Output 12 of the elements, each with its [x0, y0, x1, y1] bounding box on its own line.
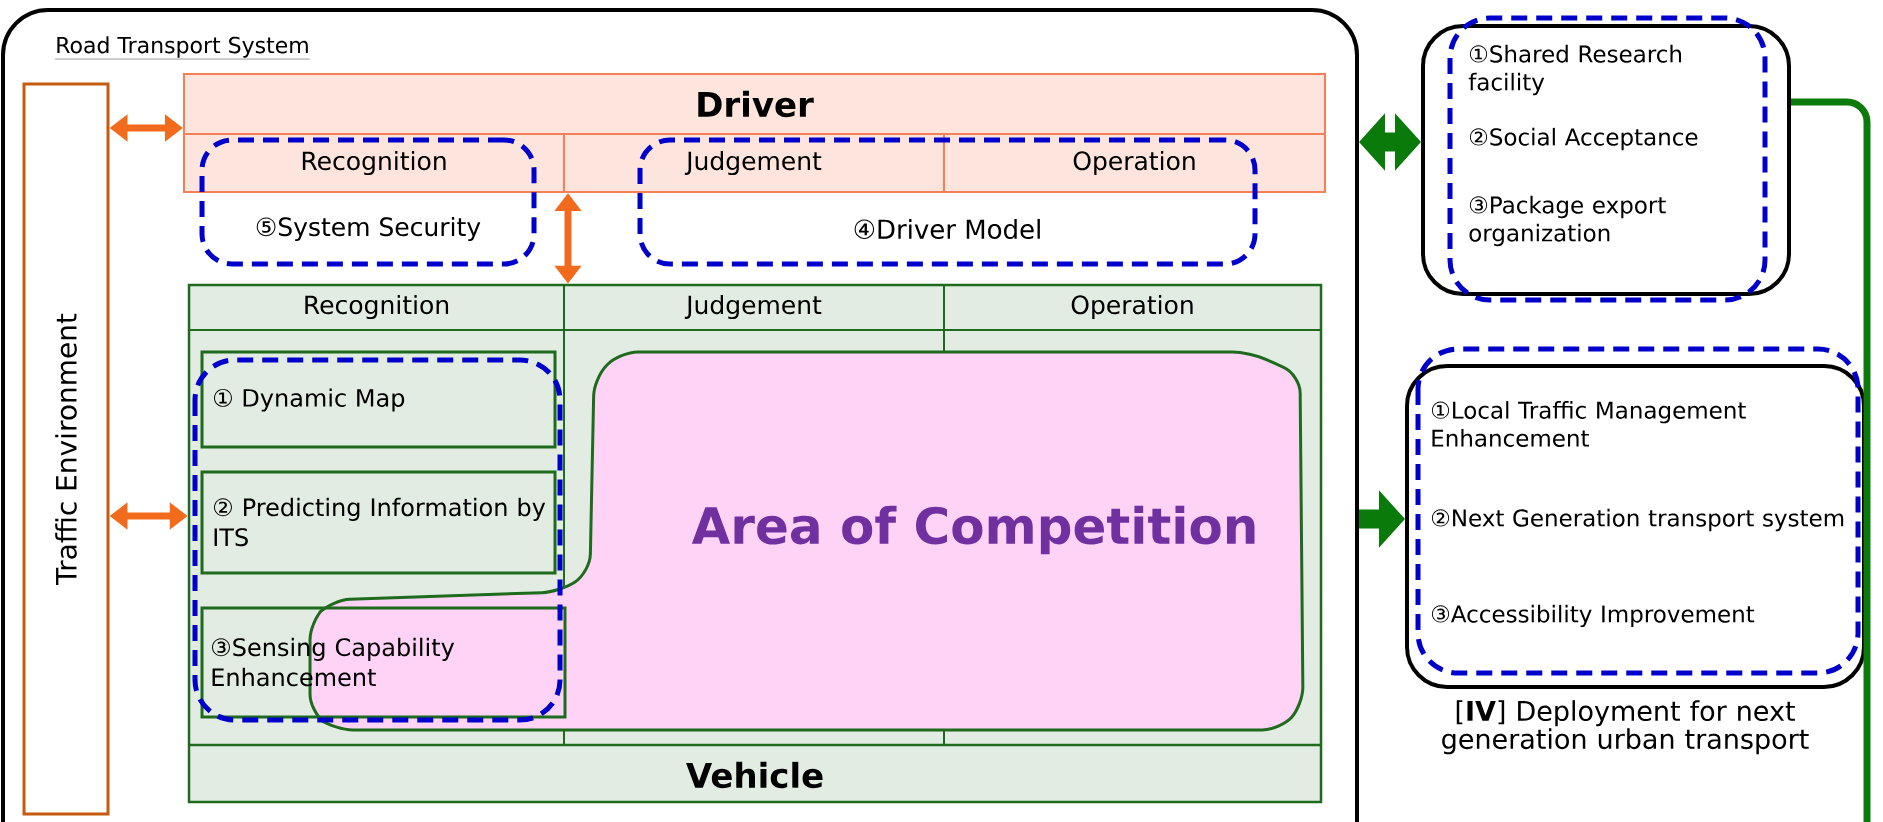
item-box: ② Predicting Information by ITS — [200, 470, 557, 575]
node-label: [IV] Deployment for next generation urban transport — [1442, 700, 1809, 755]
function-cell: Judgement — [563, 133, 945, 193]
outcome-box: ①Shared Research facility ②Social Acceptance ③Package export organization — [1421, 15, 1791, 303]
environment-box: Traffic Environment — [22, 82, 110, 816]
outcome-box: ①Local Traffic Management Enhancement ②Next Generation transport system ③Accessibility Improvement — [1405, 346, 1866, 689]
function-cell: Recognition — [188, 284, 565, 331]
function-cell: Judgement — [563, 284, 945, 331]
function-cell: Recognition — [183, 133, 565, 193]
function-cell: Operation — [943, 133, 1326, 193]
function-cell: Operation — [943, 284, 1322, 331]
item-box: ① Dynamic Map — [200, 350, 557, 449]
